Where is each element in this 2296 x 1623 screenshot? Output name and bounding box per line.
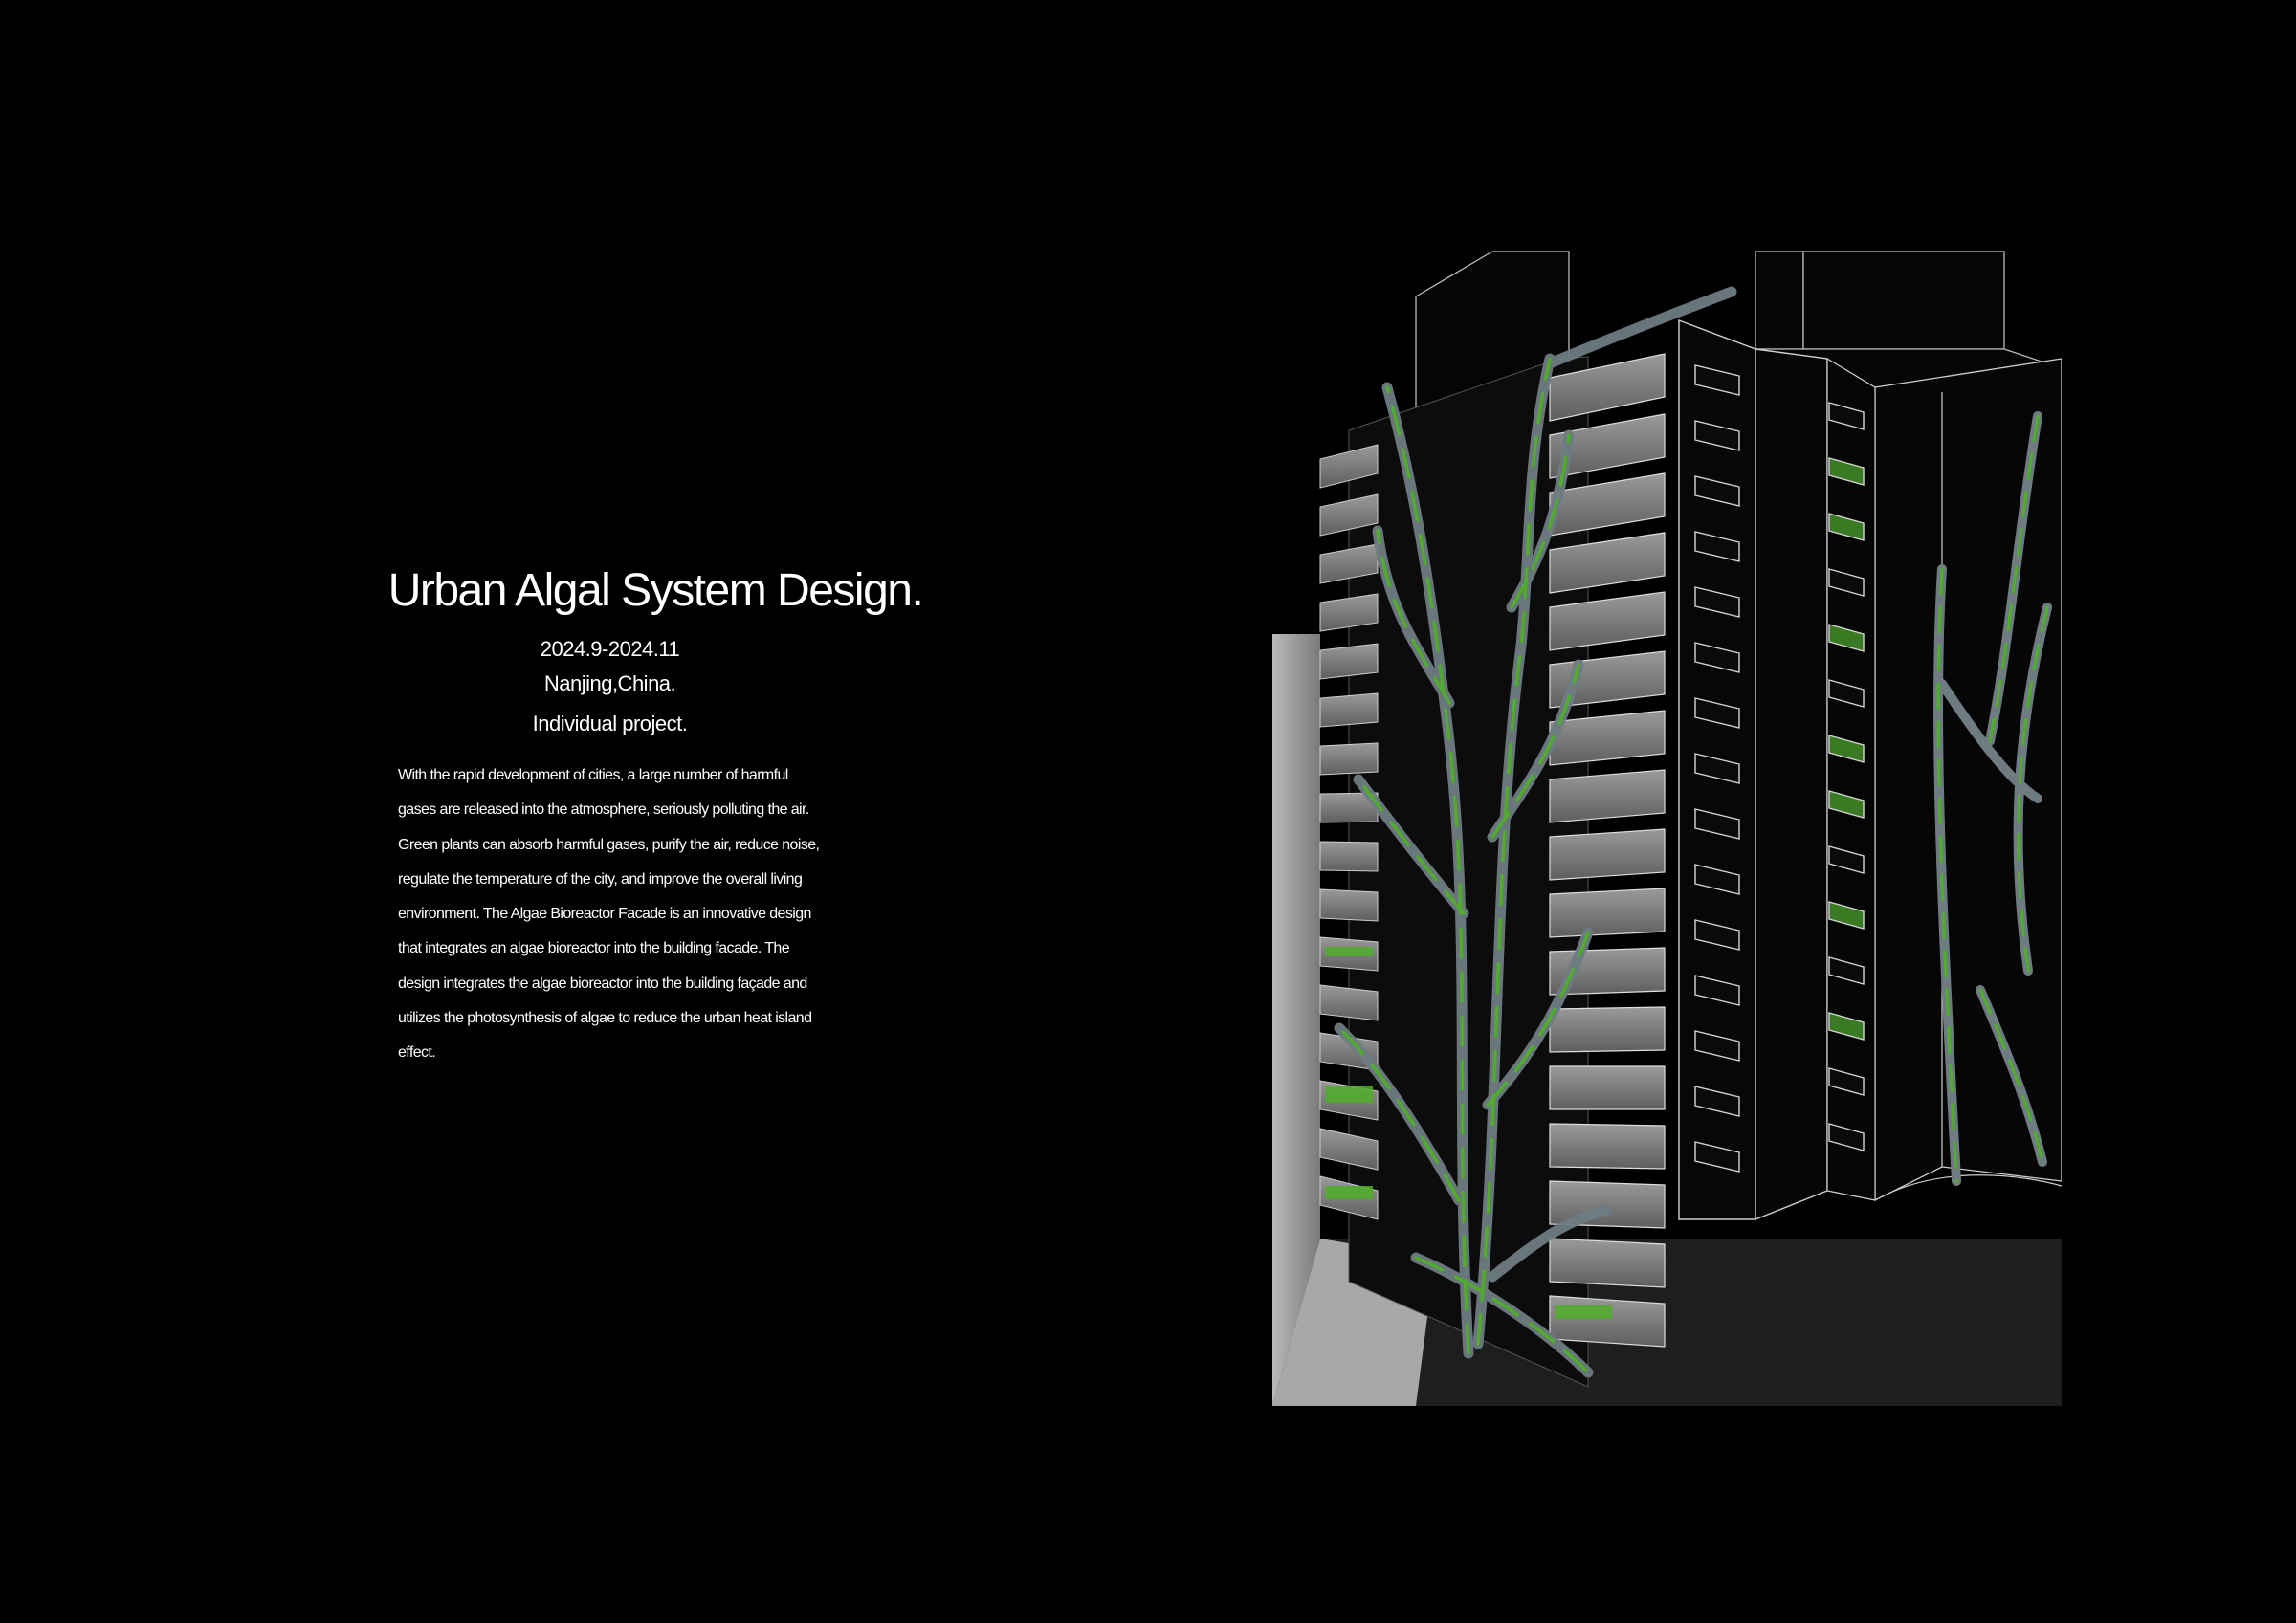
right-column-windows	[1828, 402, 1865, 1151]
description-line: design integrates the algae bioreactor i…	[398, 975, 807, 992]
building-illustration	[1272, 251, 2062, 1406]
project-location: Nanjing,China.	[543, 671, 676, 695]
description-line: environment. The Algae Bioreactor Facade…	[398, 906, 811, 923]
description-line: effect.	[398, 1044, 436, 1062]
project-description: With the rapid development of cities, a …	[398, 758, 895, 1071]
description-line: utilizes the photosynthesis of algae to …	[398, 1010, 812, 1027]
neighbour-wall	[1272, 634, 1320, 1406]
description-line: Green plants can absorb harmful gases, p…	[398, 836, 820, 853]
tower-windows	[1694, 364, 1740, 1173]
project-type: Individual project.	[532, 712, 688, 735]
description-line: that integrates an algae bioreactor into…	[398, 940, 790, 957]
description-line: With the rapid development of cities, a …	[398, 767, 788, 783]
algae-patches	[1325, 947, 1612, 1319]
description-line: gases are released into the atmosphere, …	[398, 801, 809, 819]
right-balconies	[1549, 353, 1666, 1348]
project-date: 2024.9-2024.11	[540, 637, 680, 661]
right-wing	[1874, 358, 2062, 1202]
algae-tubes	[1334, 286, 2052, 1378]
project-title: Urban Algal System Design.	[387, 565, 924, 616]
description-line: regulate the temperature of the city, an…	[398, 870, 803, 888]
